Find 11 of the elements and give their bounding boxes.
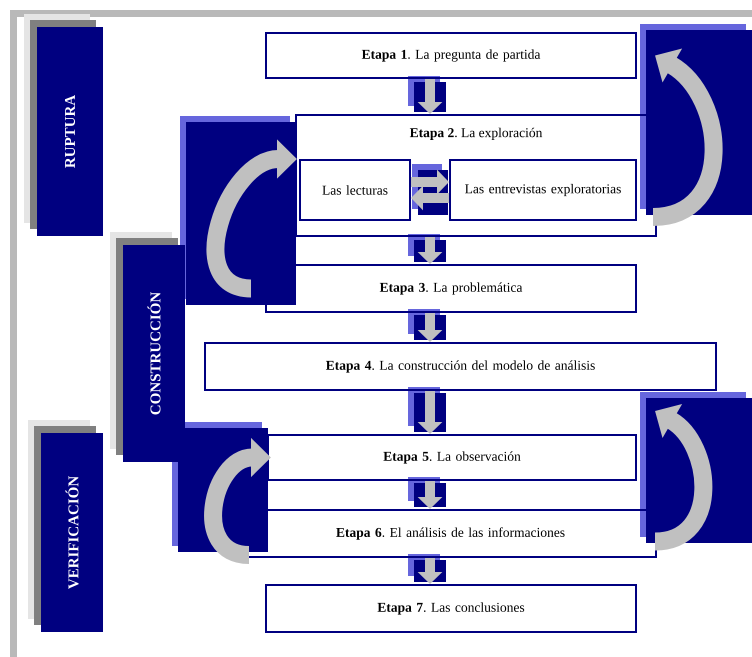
stage-band: CONSTRUCCIÓN <box>110 232 185 462</box>
stage-box: Etapa 5. La observación <box>267 434 637 481</box>
stage-band: VERIFICACIÓN <box>28 420 103 632</box>
sub-box: Las lecturas <box>299 159 411 221</box>
stage-box: Etapa 1. La pregunta de partida <box>265 32 637 79</box>
stage-box: Etapa 4. La construcción del modelo de análisis <box>204 342 717 391</box>
stage-box: Etapa 6. El análisis de las informaciones <box>244 509 657 558</box>
stage-box: Etapa 7. Las conclusiones <box>265 584 637 633</box>
stage-band: RUPTURA <box>24 14 103 236</box>
sub-box: Las entrevistas exploratorias <box>449 159 637 221</box>
stage-box: Etapa 3. La problemática <box>265 264 637 313</box>
